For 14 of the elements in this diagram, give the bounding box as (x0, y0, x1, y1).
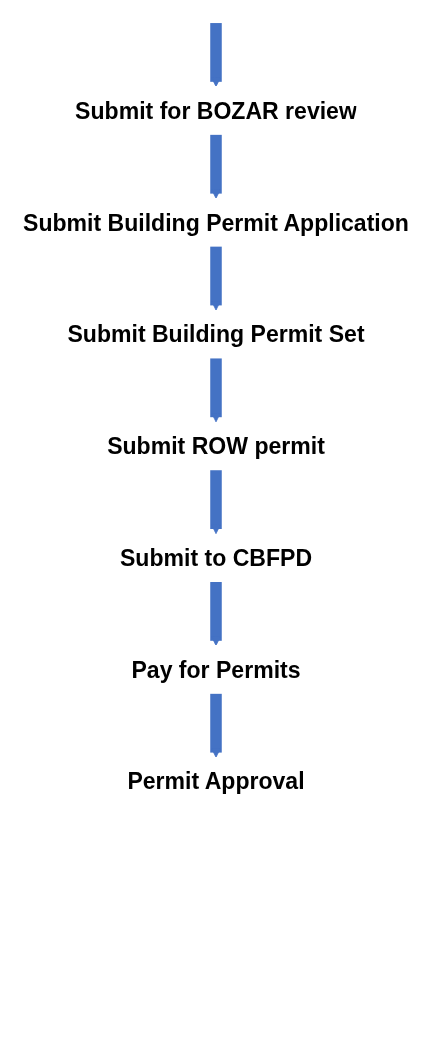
arrow (210, 134, 222, 199)
arrow (210, 246, 222, 311)
node-text: Permit Approval (127, 768, 305, 795)
node-text: Submit ROW permit (107, 433, 325, 459)
arrow (210, 22, 222, 87)
arrow (210, 693, 222, 758)
node-text: Submit for BOZAR review (75, 97, 357, 124)
arrow (210, 469, 222, 535)
node-text: Submit Building Permit Application (23, 209, 409, 236)
node-text: Pay for Permits (131, 656, 301, 683)
arrow (210, 581, 222, 646)
arrow (210, 357, 222, 423)
node-text: Submit to CBFPD (119, 545, 313, 571)
node-text: Submit Building Permit Set (67, 321, 365, 347)
